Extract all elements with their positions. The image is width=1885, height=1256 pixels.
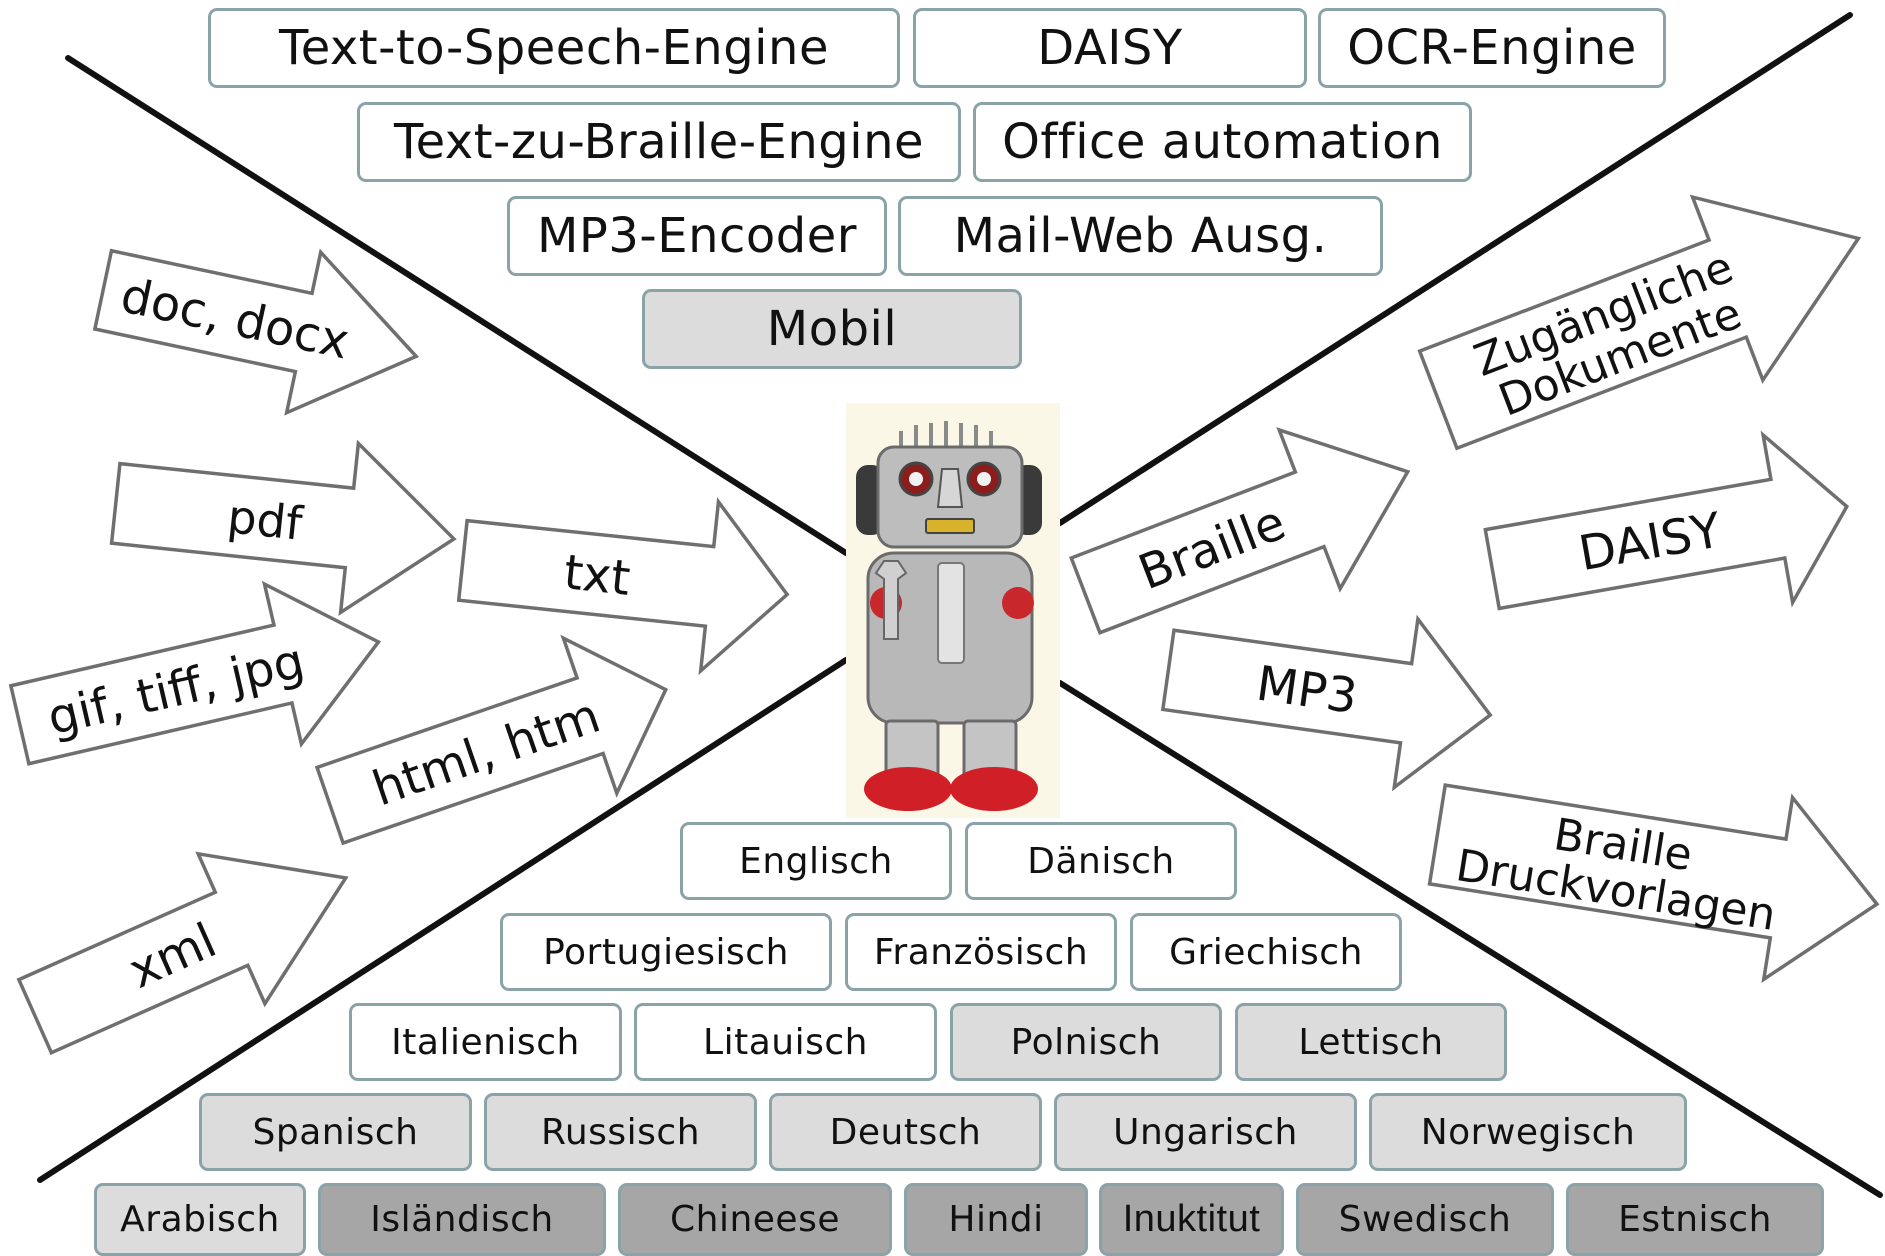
language-box: Polnisch [950,1003,1222,1081]
language-box: Deutsch [769,1093,1042,1171]
input-arrow-shape [92,248,420,416]
input-arrow-label: pdf [225,489,307,551]
toy-robot-icon [846,403,1060,818]
input-arrow-shape [456,497,790,676]
language-box: Spanisch [199,1093,472,1171]
language-box: Arabisch [94,1183,306,1256]
robot-mouth [925,518,975,534]
feature-box-office: Office automation [973,102,1472,182]
robot-nose [936,468,964,508]
divider-lines [37,12,1883,1198]
language-box: Inuktitut [1099,1183,1284,1256]
divider-bottom-left [37,657,849,1183]
input-arrow-shape [16,851,349,1056]
language-box: Hindi [904,1183,1088,1256]
language-box: Russisch [484,1093,757,1171]
output-arrow: Zugängliche Dokumente [1417,194,1862,451]
input-arrow: xml [16,851,349,1056]
output-arrow: Braille [1069,427,1411,635]
robot-button-right [1002,587,1034,619]
robot-foot-left [864,767,952,811]
language-box: Litauisch [634,1003,937,1081]
robot-wrench [874,560,908,640]
input-arrow-label: txt [561,544,633,607]
input-arrow-shape [8,580,382,766]
output-arrows: Zugängliche Dokumente Braille DAISY MP3 … [1069,194,1880,983]
language-box: Dänisch [965,822,1237,900]
input-arrow: doc, docx [92,248,420,416]
input-arrow-label: html, htm [366,688,607,818]
output-arrow-shape [1069,427,1411,635]
output-arrow-shape [1483,430,1850,611]
language-box: Estnisch [1566,1183,1824,1256]
input-arrow-shape [109,439,457,616]
divider-bottom-right [1057,680,1883,1198]
robot-foot-right [950,767,1038,811]
feature-box-ocr: OCR-Engine [1318,8,1666,88]
language-box: Italienisch [349,1003,622,1081]
output-arrow-label: MP3 [1253,656,1361,725]
divider-top-right [1057,12,1853,526]
language-box: Portugiesisch [500,913,832,991]
language-box: Lettisch [1235,1003,1507,1081]
feature-box-mail-web: Mail-Web Ausg. [898,196,1383,276]
language-box: Isländisch [318,1183,606,1256]
language-box: Griechisch [1130,913,1402,991]
input-arrow: txt [456,497,790,676]
language-box: Norwegisch [1369,1093,1687,1171]
feature-box-braille-engine: Text-zu-Braille-Engine [357,102,961,182]
feature-box-mp3-encoder: MP3-Encoder [507,196,887,276]
language-box: Chineese [618,1183,892,1256]
output-arrow: DAISY [1483,430,1850,611]
feature-box-daisy: DAISY [913,8,1307,88]
language-box: Englisch [680,822,952,900]
output-arrow: Braille Druckvorlagen [1427,783,1880,983]
feature-box-tts: Text-to-Speech-Engine [208,8,900,88]
feature-box-mobil: Mobil [642,289,1022,369]
input-arrows: doc, docx pdf txt gif, tiff, jpg html, h… [8,248,790,1056]
language-box: Ungarisch [1054,1093,1357,1171]
divider-top-left [65,55,849,556]
output-arrow-shape [1417,194,1862,451]
output-arrow-shape [1427,783,1880,983]
robot-chest-slot [937,562,965,664]
output-arrow-shape [1160,614,1493,792]
input-arrow-shape [314,634,669,846]
input-arrow: pdf [109,439,457,616]
output-arrow: MP3 [1160,614,1493,792]
language-box: Swedisch [1296,1183,1554,1256]
language-box: Französisch [845,913,1117,991]
